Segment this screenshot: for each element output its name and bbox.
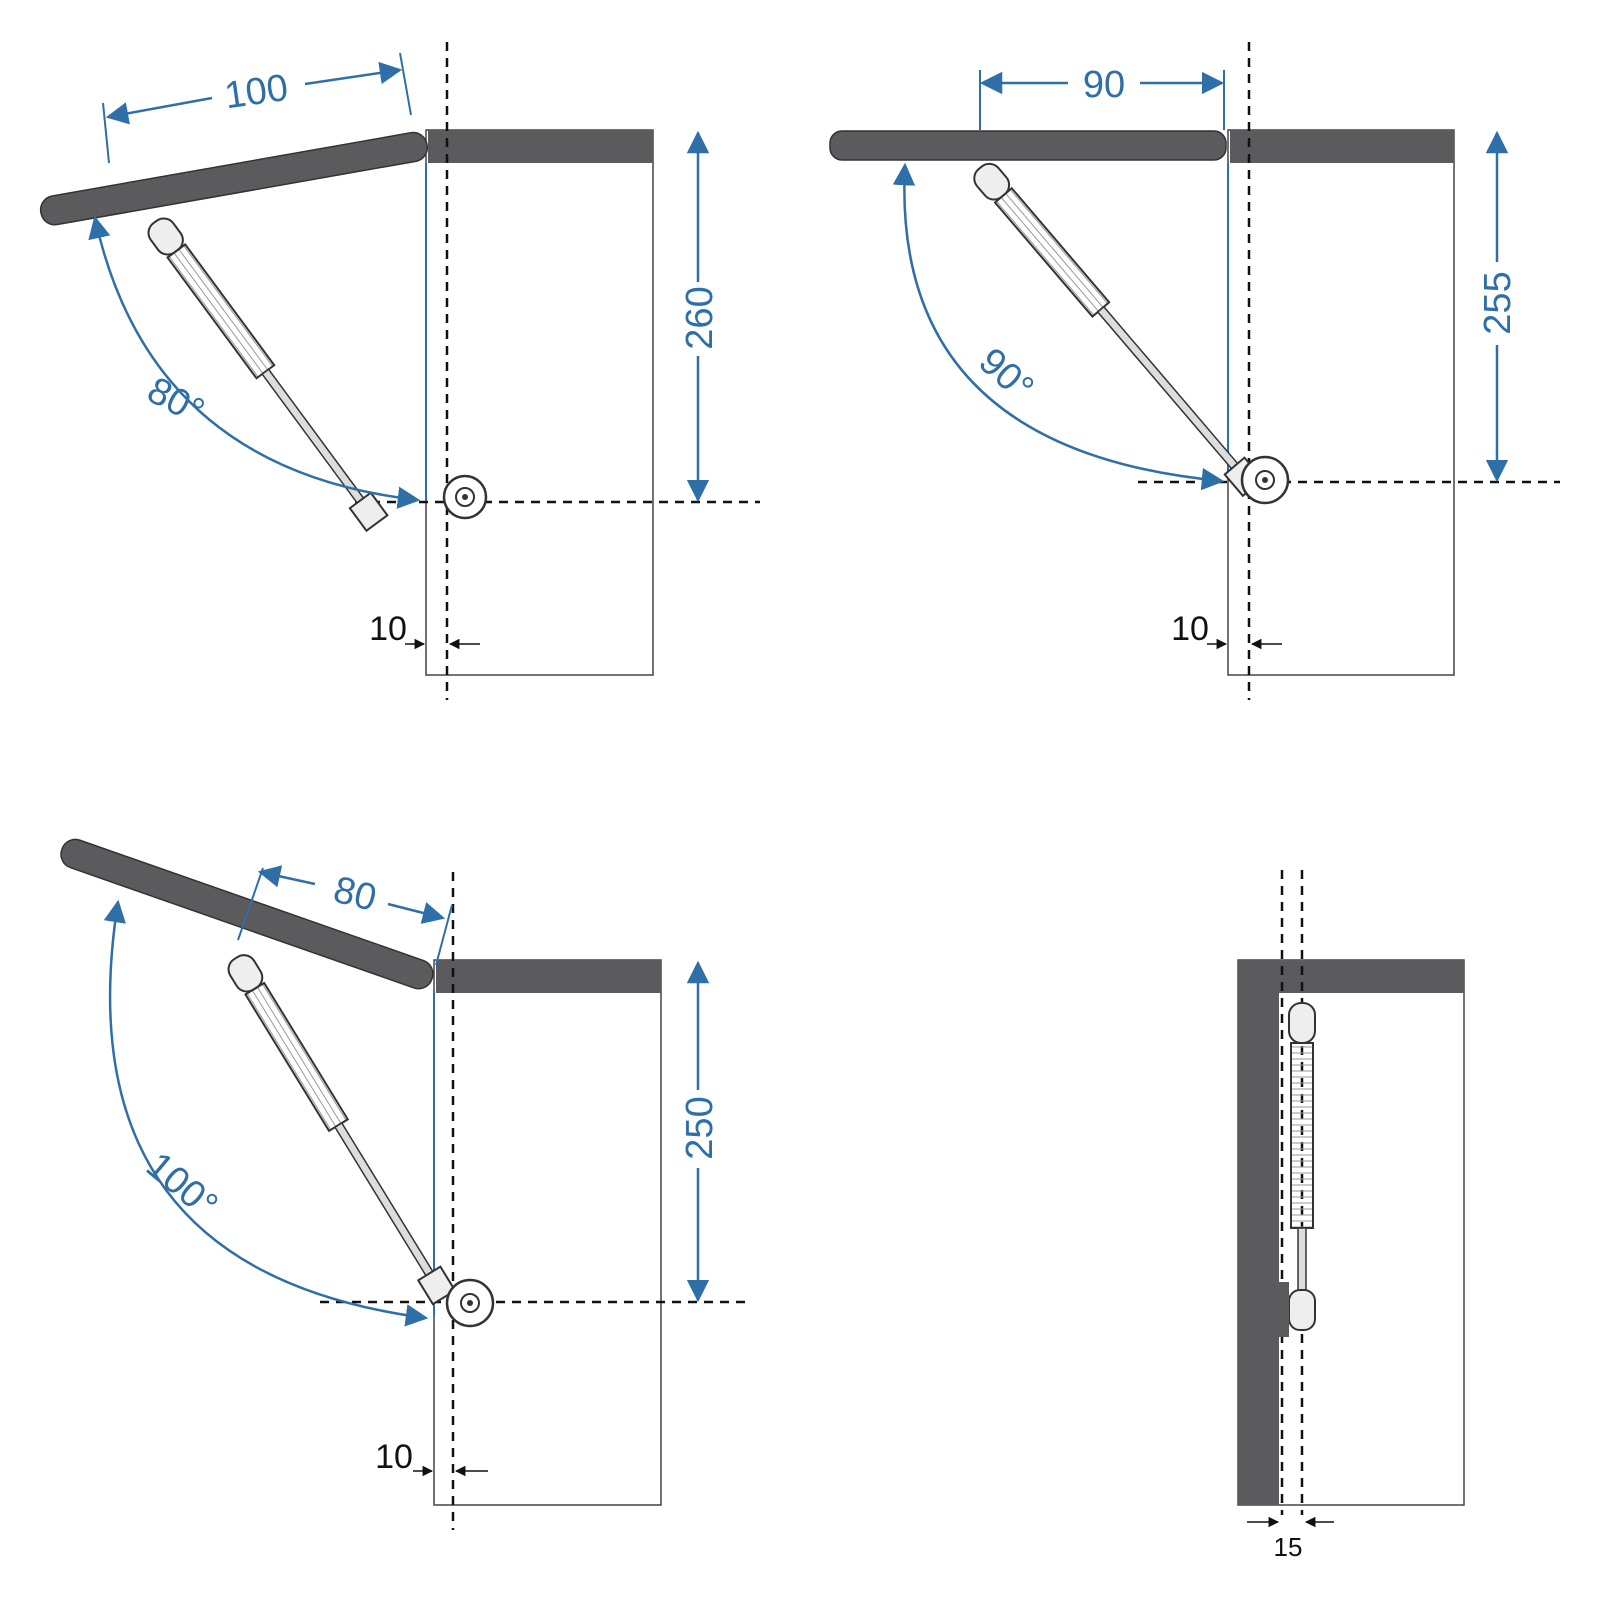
angle-label: 80° [140, 369, 210, 433]
pivot-bracket [1279, 1282, 1289, 1337]
gap-label: 10 [1171, 610, 1209, 648]
cabinet-top [436, 960, 661, 993]
angle-label: 100° [138, 1144, 225, 1227]
offset-ext-right [399, 52, 412, 116]
gas-strut [973, 162, 1265, 498]
height-label: 255 [1477, 271, 1519, 334]
panel-bottom-left: 100° 80 250 10 [60, 838, 745, 1530]
offset-dim-left [257, 865, 316, 888]
lid-open [829, 130, 1227, 161]
cabinet-top [1230, 130, 1454, 163]
lid-closed [1238, 960, 1279, 1505]
cabinet-body [425, 129, 654, 676]
panel-bottom-right: 15 [1237, 870, 1465, 1562]
height-label: 260 [679, 286, 721, 349]
cabinet-body [1227, 129, 1455, 676]
gap-label: 10 [375, 1438, 413, 1476]
offset-ext-right [435, 904, 453, 966]
gap-label: 15 [1274, 1532, 1303, 1562]
gas-strut [147, 217, 389, 533]
gap-label: 10 [369, 610, 407, 648]
height-label: 250 [679, 1096, 721, 1159]
pivot-bracket [442, 474, 488, 520]
angle-label: 90° [971, 340, 1042, 410]
angle-arc [88, 215, 421, 509]
offset-dim-right [304, 61, 403, 86]
angle-arc [892, 162, 1225, 491]
angle-arc [103, 899, 429, 1327]
pivot-bracket [445, 1278, 495, 1328]
offset-label: 90 [1083, 64, 1125, 106]
gas-strut [1288, 1002, 1316, 1331]
offset-label: 80 [329, 869, 380, 920]
cabinet-top [428, 130, 653, 163]
offset-dim-left [105, 96, 213, 125]
offset-ext-left [102, 102, 110, 164]
panel-top-right: 90° 90 255 10 [829, 42, 1560, 700]
pivot-bracket [1240, 455, 1290, 505]
offset-dim-right [387, 902, 446, 924]
lid-open [39, 131, 429, 226]
gas-strut [227, 954, 457, 1306]
offset-label: 100 [222, 67, 291, 117]
cabinet-body [433, 959, 662, 1506]
panel-top-left: 80° 100 260 10 [39, 42, 760, 700]
